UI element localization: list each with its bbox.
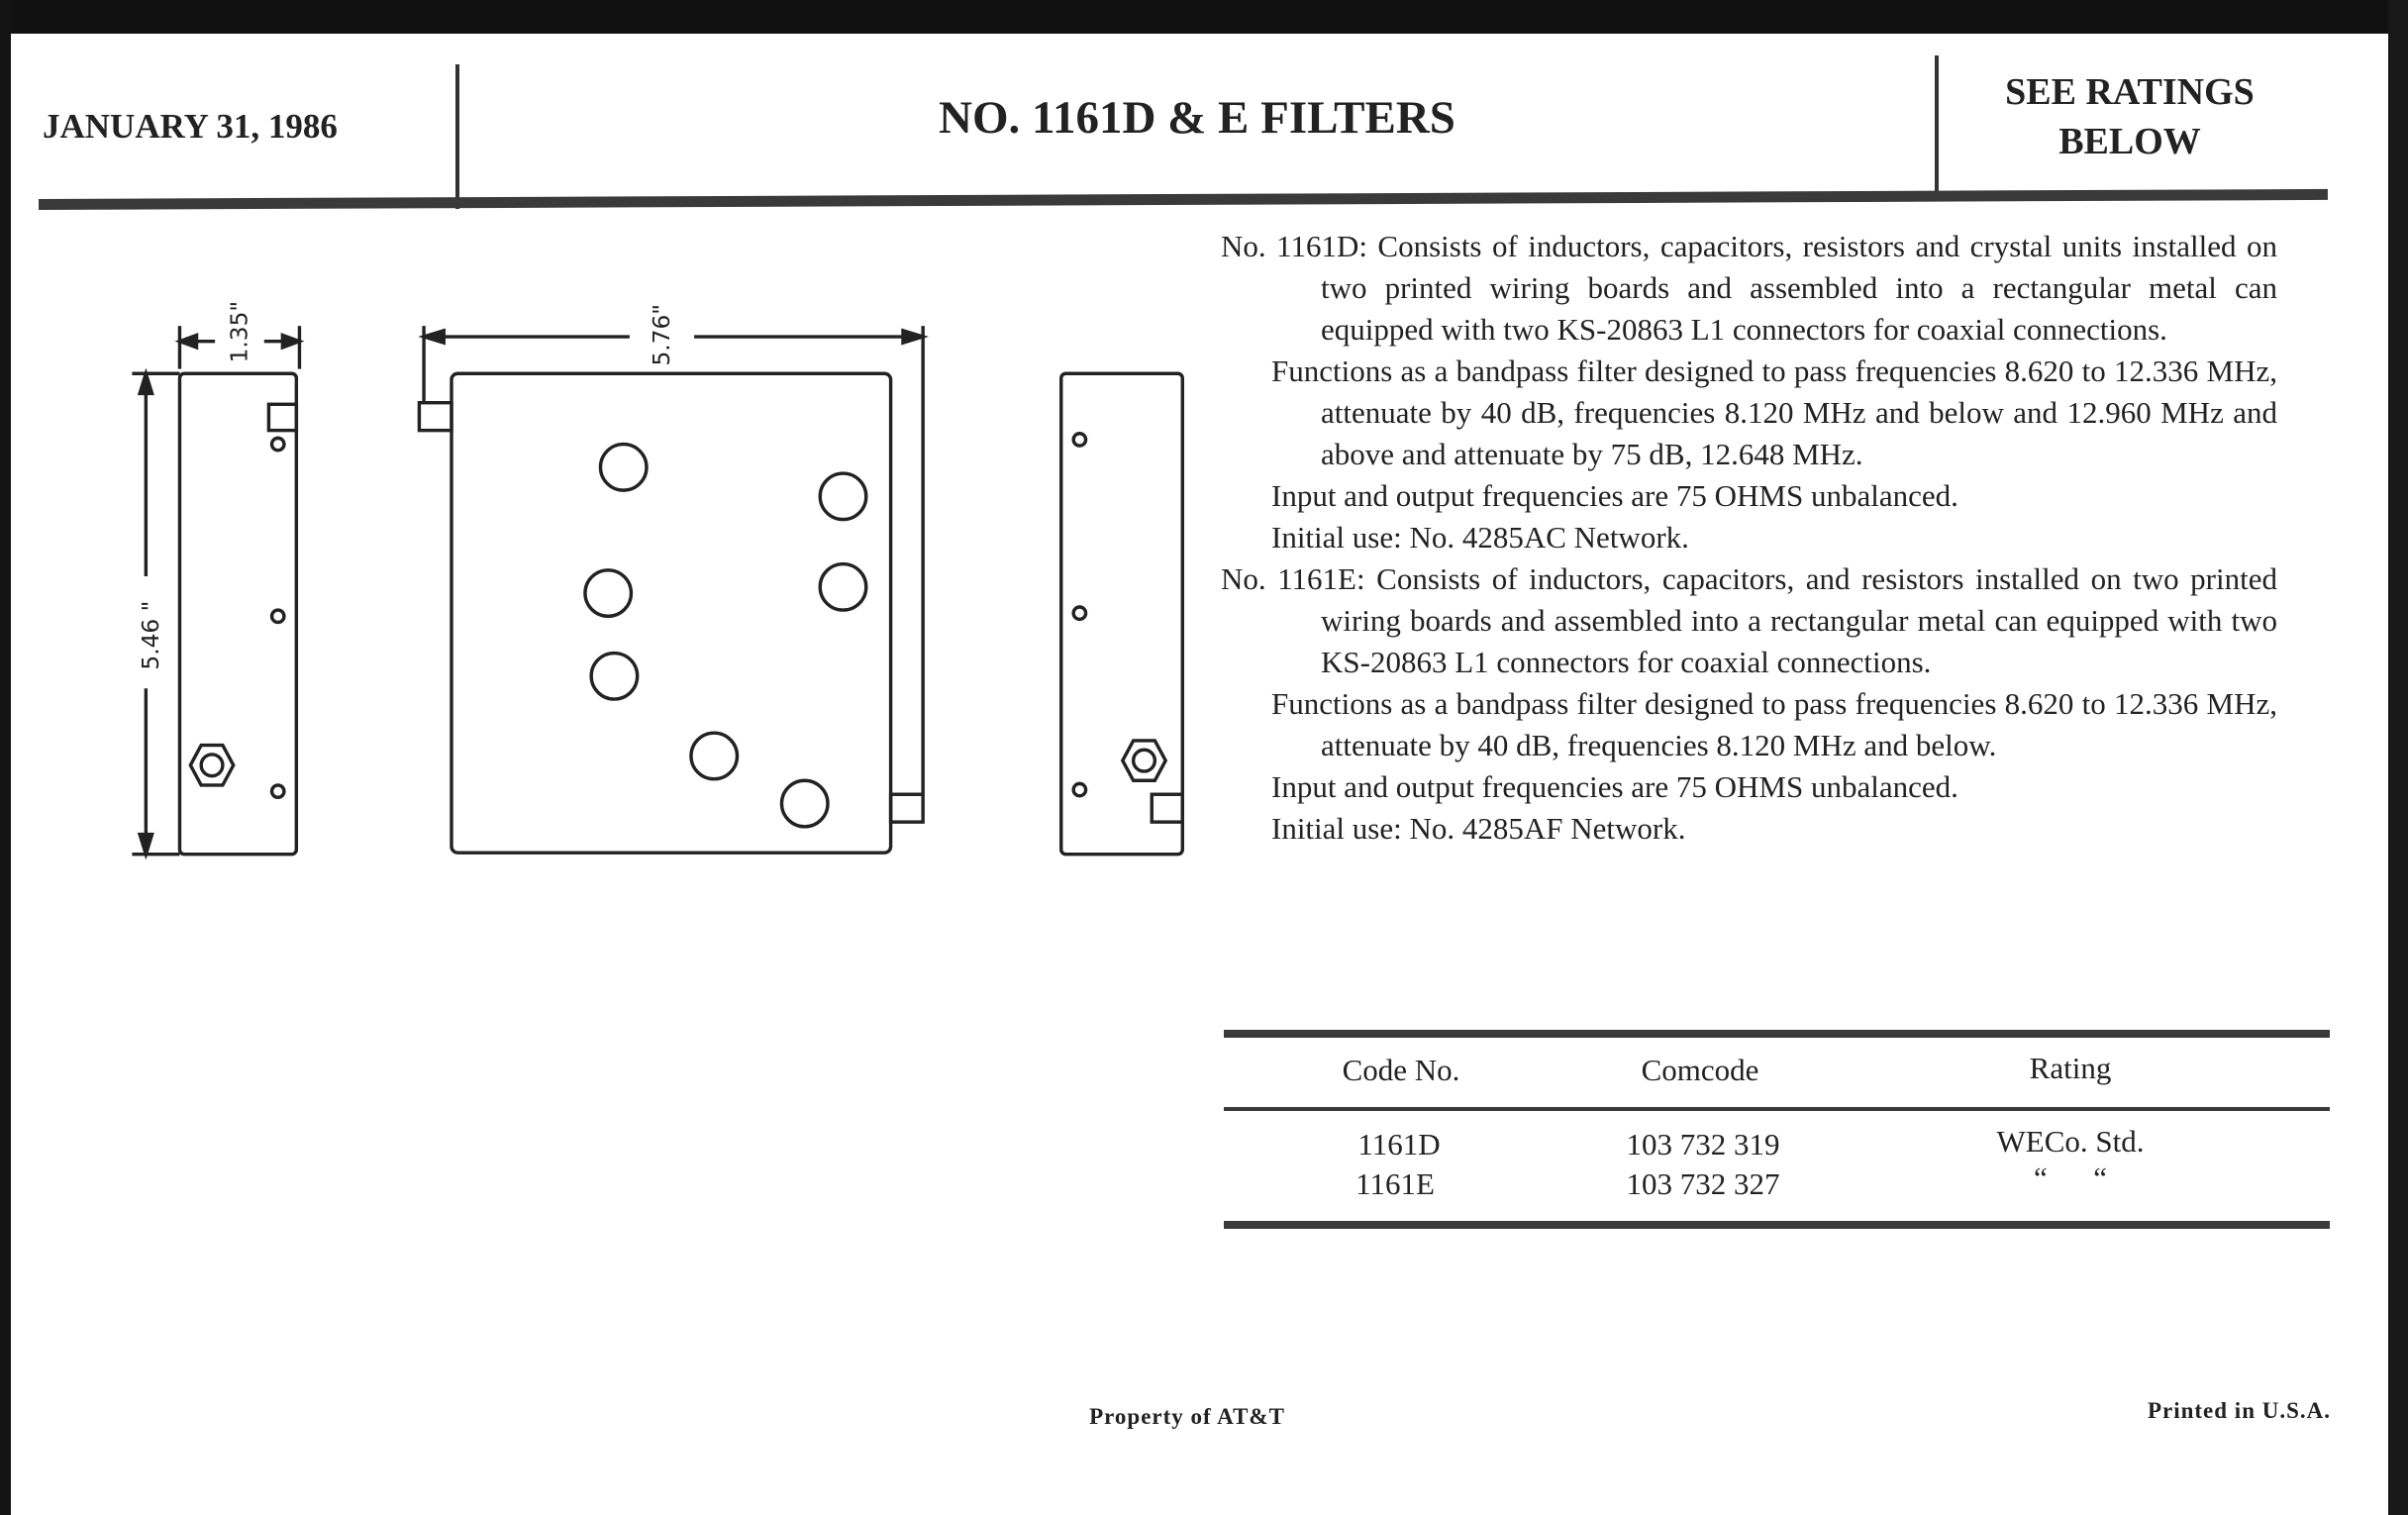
adjustment-port [818, 561, 868, 612]
side-view-left-connector [266, 402, 299, 433]
hex-nut-icon [188, 743, 236, 787]
mounting-hole [1071, 605, 1088, 622]
dimension-label-side-width: 1.35" [227, 301, 253, 362]
desc-1161d-initial-use: Initial use: No. 4285AC Network. [1271, 520, 1689, 555]
ratings-note-line2: BELOW [2058, 121, 2201, 162]
adjustment-port [589, 651, 640, 701]
desc-1161d-impedance: Input and output frequencies are 75 OHMS… [1271, 478, 1958, 513]
mounting-hole [269, 608, 286, 625]
mounting-hole [1071, 432, 1088, 448]
header-date: JANUARY 31, 1986 [43, 107, 338, 146]
desc-1161e-consists: No. 1161E: Consists of inductors, capaci… [1221, 561, 2277, 679]
mounting-hole [1071, 781, 1088, 798]
footer-printed: Printed in U.S.A. [2147, 1398, 2331, 1423]
adjustment-port [818, 471, 868, 522]
mounting-hole [269, 783, 286, 800]
dimension-width-side [174, 326, 305, 369]
desc-1161e-functions: Functions as a bandpass filter designed … [1271, 686, 2277, 762]
desc-1161e-impedance: Input and output frequencies are 75 OHMS… [1271, 769, 1958, 804]
dimension-width-front [418, 326, 929, 795]
scan-border-top [0, 0, 2408, 34]
hex-nut-icon [1120, 739, 1168, 782]
front-view-body [450, 371, 893, 855]
side-view-right-body [1059, 371, 1184, 857]
ratings-note-line1: SEE RATINGS [2005, 71, 2255, 113]
adjustment-port [779, 778, 830, 829]
front-view-connector-left [417, 401, 453, 433]
footer-property: Property of AT&T [1089, 1404, 1285, 1429]
scan-border-right [2388, 0, 2408, 1515]
desc-1161d-consists: No. 1161D: Consists of inductors, capaci… [1221, 229, 2277, 347]
description: No. 1161D: Consists of inductors, capaci… [1221, 226, 2277, 850]
ratings-note: SEE RATINGS BELOW [1937, 67, 2323, 166]
side-view-right-connector [1150, 792, 1184, 824]
dimension-height [132, 367, 180, 860]
front-view-connector-right [888, 792, 925, 824]
adjustment-port [598, 442, 649, 492]
side-view-left-body [177, 371, 299, 857]
header-divider-left [455, 64, 459, 209]
desc-1161e-initial-use: Initial use: No. 4285AF Network. [1271, 811, 1686, 846]
adjustment-port [583, 568, 634, 619]
scan-border-left [0, 0, 11, 1515]
page-title: NO. 1161D & E FILTERS [939, 92, 1455, 144]
adjustment-port [689, 731, 740, 781]
dimension-label-height: 5.46 " [138, 601, 164, 670]
header-divider-right [1935, 55, 1939, 198]
mounting-hole [269, 436, 286, 453]
desc-1161d-functions: Functions as a bandpass filter designed … [1271, 354, 2277, 471]
dimension-label-front-width: 5.76" [649, 304, 675, 365]
